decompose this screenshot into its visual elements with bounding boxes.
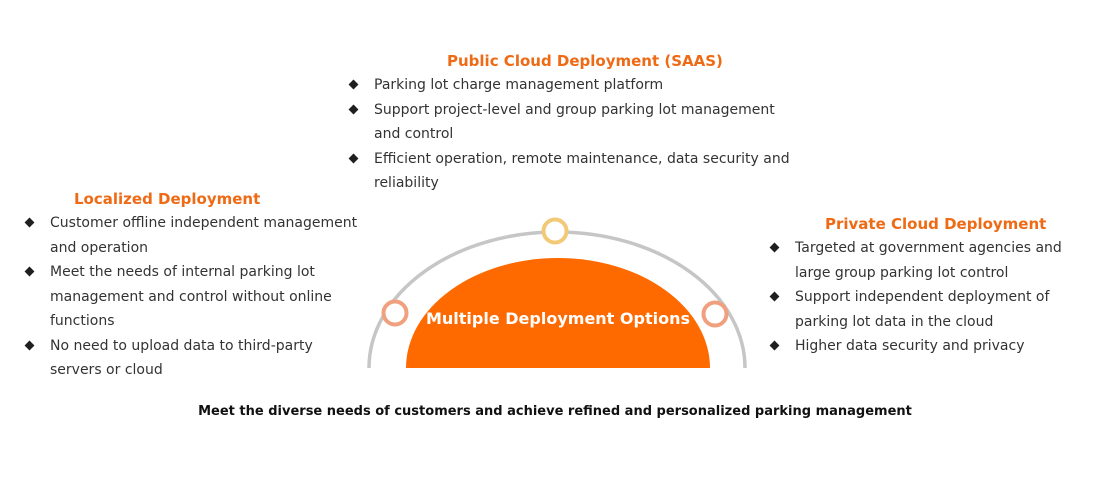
private-cloud-bullet: Support independent deployment of parkin… xyxy=(767,285,1072,334)
private-cloud-bullet-list: Targeted at government agencies and larg… xyxy=(767,236,1072,359)
left-ring-icon xyxy=(381,299,409,327)
localized-section: Localized Deployment Customer offline in… xyxy=(22,190,367,383)
top-ring-icon xyxy=(541,217,569,245)
private-cloud-bullet: Targeted at government agencies and larg… xyxy=(767,236,1072,285)
public-cloud-bullet: Support project-level and group parking … xyxy=(346,98,796,147)
localized-bullet: Customer offline independent management … xyxy=(22,211,367,260)
footer-summary: Meet the diverse needs of customers and … xyxy=(198,404,912,419)
orange-half-disc xyxy=(406,258,710,368)
public-cloud-title: Public Cloud Deployment (SAAS) xyxy=(447,52,723,70)
private-cloud-bullet: Higher data security and privacy xyxy=(767,334,1072,359)
public-cloud-section: Public Cloud Deployment (SAAS) Parking l… xyxy=(346,52,796,196)
localized-bullet: Meet the needs of internal parking lot m… xyxy=(22,260,367,334)
public-cloud-bullet-list: Parking lot charge management platform S… xyxy=(346,73,796,196)
localized-title: Localized Deployment xyxy=(74,190,261,208)
public-cloud-bullet: Parking lot charge management platform xyxy=(346,73,796,98)
private-cloud-section: Private Cloud Deployment Targeted at gov… xyxy=(767,215,1072,359)
public-cloud-bullet: Efficient operation, remote maintenance,… xyxy=(346,147,796,196)
private-cloud-title: Private Cloud Deployment xyxy=(825,215,1047,233)
localized-bullet-list: Customer offline independent management … xyxy=(22,211,367,383)
right-ring-icon xyxy=(701,300,729,328)
deployment-diagram-graphic xyxy=(367,217,747,369)
center-label: Multiple Deployment Options xyxy=(425,309,690,328)
localized-bullet: No need to upload data to third-party se… xyxy=(22,334,367,383)
